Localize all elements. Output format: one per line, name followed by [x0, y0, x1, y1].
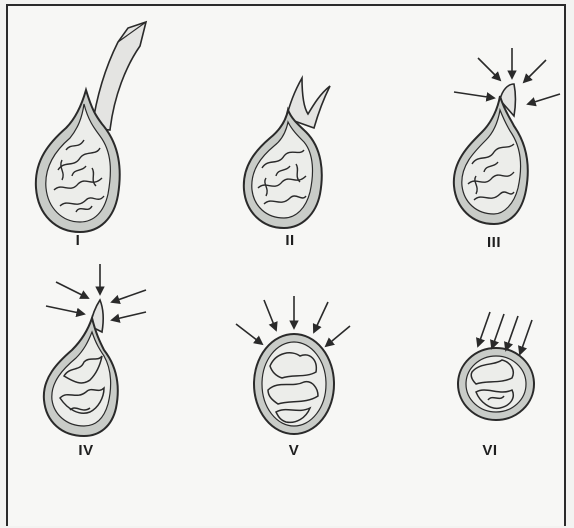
stage-1-cell [36, 22, 146, 232]
stage-3-cell [454, 48, 560, 224]
stage-label-2: II [285, 232, 294, 249]
stage-2-cell [244, 78, 330, 228]
stage-label-5: V [289, 442, 300, 459]
stage-6-arrows [478, 312, 532, 354]
stage-label-1: I [76, 232, 81, 249]
stage-label-6: VI [482, 442, 497, 459]
stage-4-cell [44, 264, 146, 436]
stage-label-3: III [487, 234, 501, 251]
stage-label-4: IV [78, 442, 93, 459]
stage-6-cell [458, 312, 534, 420]
stage-5-cell [236, 296, 350, 434]
